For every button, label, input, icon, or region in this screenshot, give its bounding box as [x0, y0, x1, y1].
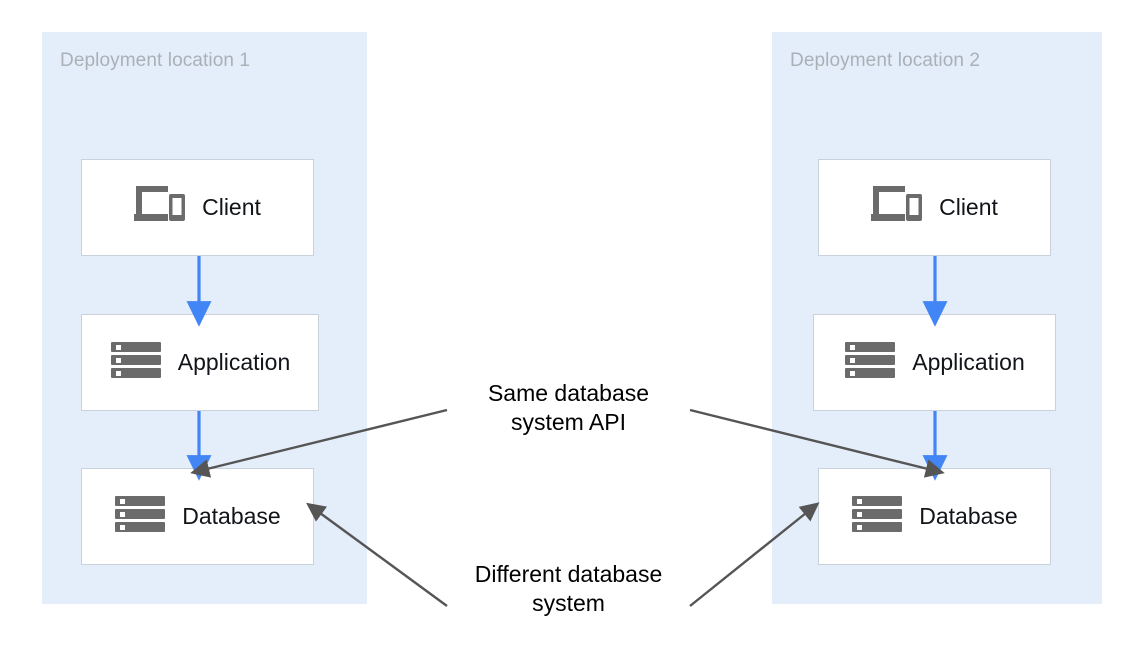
devices-icon	[871, 183, 923, 232]
server-icon	[110, 338, 162, 387]
annotation-same-database-system-api: Same database system API	[487, 380, 650, 436]
node-database-1[interactable]: Database	[81, 468, 314, 565]
node-client-2-label: Client	[939, 194, 998, 220]
node-database-2-label: Database	[919, 503, 1018, 529]
node-database-1-label: Database	[182, 503, 281, 529]
node-client-1-label: Client	[202, 194, 261, 220]
server-icon	[114, 492, 166, 541]
node-application-1-label: Application	[177, 349, 291, 375]
node-application-2-label: Application	[912, 349, 1025, 375]
node-client-2[interactable]: Client	[818, 159, 1051, 256]
node-application-2[interactable]: Application	[813, 314, 1056, 411]
annotation-different-database-system: Different database system	[474, 561, 663, 617]
node-database-2[interactable]: Database	[818, 468, 1051, 565]
deployment-panel-1-title: Deployment location 1	[60, 50, 251, 71]
server-icon	[844, 338, 896, 387]
node-client-1[interactable]: Client	[81, 159, 314, 256]
server-icon	[851, 492, 903, 541]
node-application-1[interactable]: Application	[81, 314, 319, 411]
deployment-panel-2-title: Deployment location 2	[790, 50, 981, 71]
devices-icon	[134, 183, 186, 232]
